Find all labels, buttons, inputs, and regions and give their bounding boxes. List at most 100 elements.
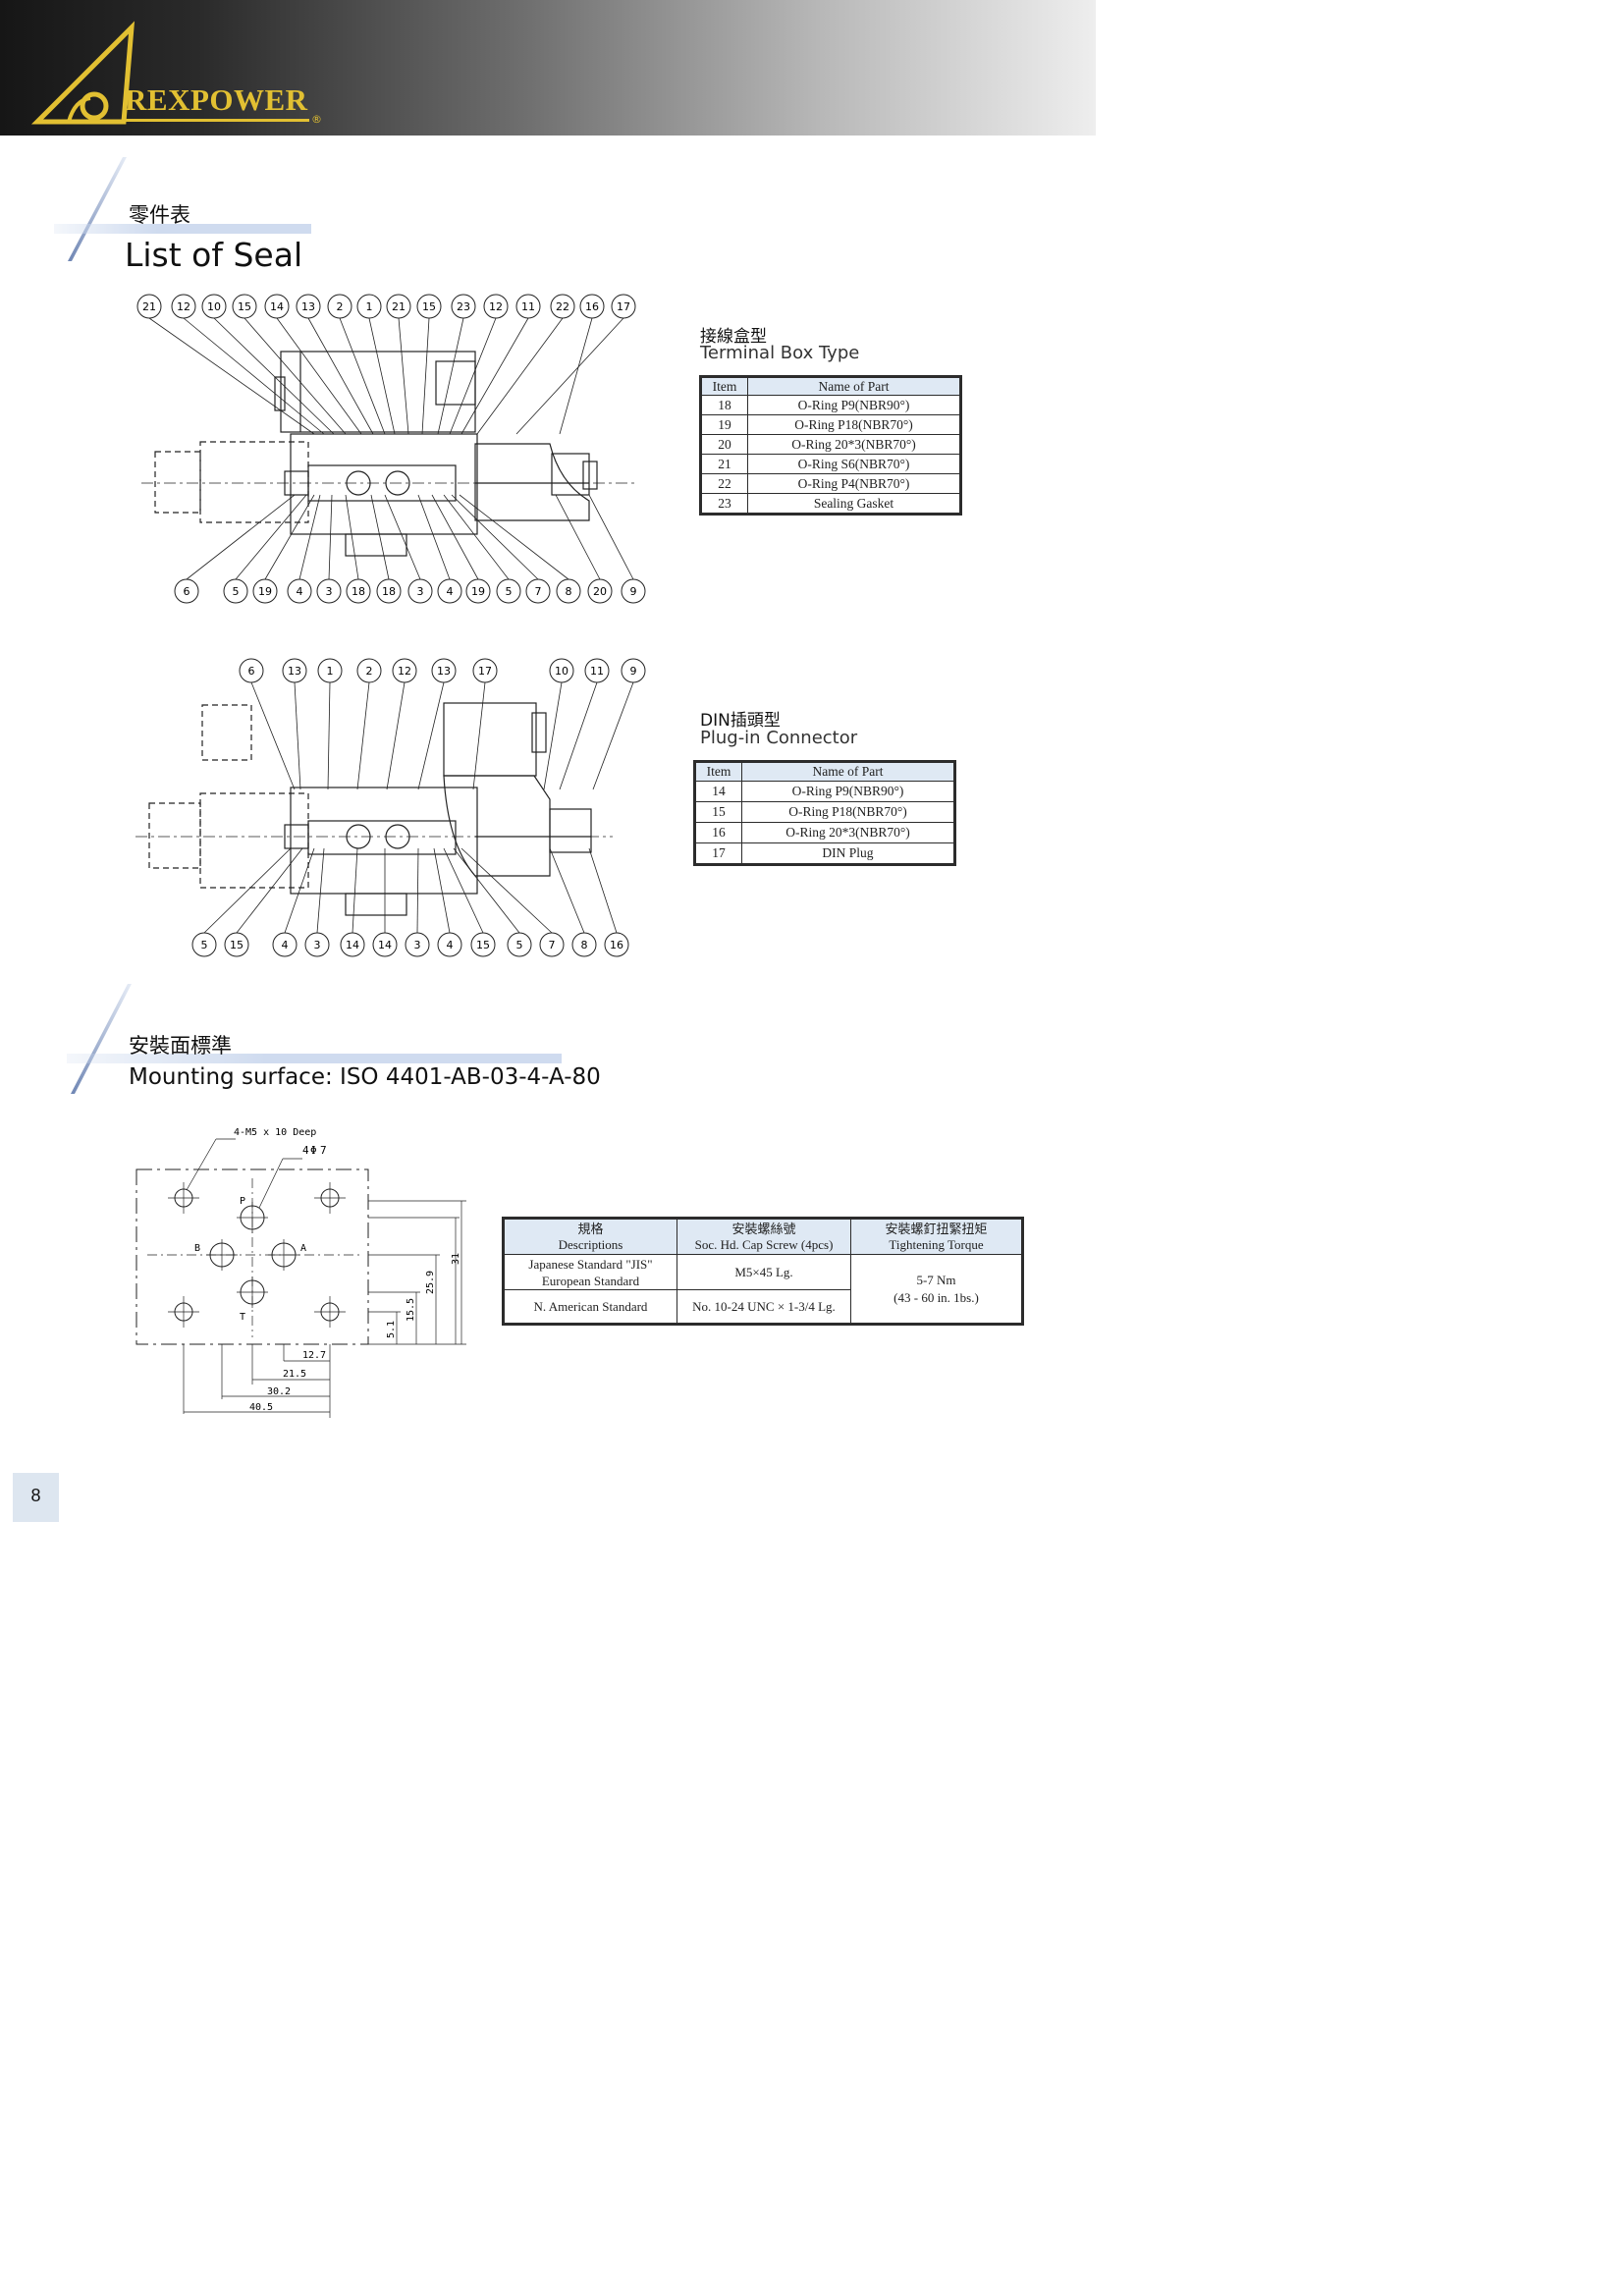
callout-number: 18 <box>352 585 365 598</box>
callout-leader <box>431 494 479 580</box>
callout-leader <box>384 494 421 580</box>
callout-number: 3 <box>414 939 421 951</box>
mounting-screw-table: 規格 Descriptions 安裝螺絲號 Soc. Hd. Cap Screw… <box>502 1217 1024 1326</box>
callout-leader <box>250 681 296 790</box>
callout-leader <box>316 847 325 934</box>
callout-leader <box>276 317 362 435</box>
callout-number: 13 <box>288 665 301 678</box>
callout-number: 23 <box>457 300 470 313</box>
callout-leader <box>148 317 315 435</box>
callout-leader <box>370 494 390 580</box>
table-row: N. American Standard No. 10-24 UNC × 1-3… <box>504 1289 1022 1324</box>
callout-leader <box>460 317 529 435</box>
callout-number: 13 <box>301 300 315 313</box>
section-slash-decoration <box>68 157 127 261</box>
callout-leader <box>433 847 451 934</box>
callout-number: 1 <box>366 300 373 313</box>
callout-leader <box>472 681 486 790</box>
callout-leader <box>453 847 520 934</box>
callout-number: 14 <box>346 939 359 951</box>
diameter-note-value: 7 <box>320 1144 327 1157</box>
callout-leader <box>244 317 347 435</box>
callout-number: 7 <box>535 585 542 598</box>
desc-european: European Standard <box>541 1273 640 1288</box>
callout-leader <box>543 681 563 790</box>
callout-number: 4 <box>447 939 454 951</box>
section-bar <box>67 1054 562 1063</box>
callout-leader <box>236 847 303 934</box>
callout-leader <box>588 847 618 934</box>
callout-leader <box>203 847 292 934</box>
callout-leader <box>588 494 634 580</box>
callout-number: 10 <box>207 300 221 313</box>
col-name-header: Name of Part <box>741 762 954 782</box>
col-name-header: Name of Part <box>747 377 960 396</box>
callout-leader <box>186 494 296 580</box>
callout-number: 2 <box>366 665 373 678</box>
callout-number: 15 <box>422 300 436 313</box>
callout-leader <box>417 681 445 790</box>
callout-leader <box>183 317 325 435</box>
table-row: Japanese Standard "JIS" European Standar… <box>504 1254 1022 1324</box>
callout-number: 9 <box>630 665 637 678</box>
screw-unc: No. 10-24 UNC × 1-3/4 Lg. <box>677 1289 851 1324</box>
callout-number: 5 <box>233 585 240 598</box>
dim-v-3: 25.9 <box>425 1271 436 1294</box>
callout-leader <box>459 494 569 580</box>
registered-mark: ® <box>311 113 322 126</box>
callout-number: 3 <box>326 585 333 598</box>
callout-leader <box>264 494 315 580</box>
callout-leader <box>307 317 374 435</box>
callout-number: 16 <box>585 300 599 313</box>
dim-v-2: 15.5 <box>406 1298 416 1322</box>
callout-number: 20 <box>593 585 607 598</box>
section-title-en: List of Seal <box>125 236 303 274</box>
diameter-symbol: Φ <box>310 1144 317 1157</box>
din-plug-title-zh: DIN插頭型 <box>700 711 781 731</box>
col-desc-en: Descriptions <box>558 1236 623 1252</box>
dim-v-1: 5.1 <box>386 1321 397 1338</box>
callout-number: 8 <box>581 939 588 951</box>
torque-nm: 5-7 Nm <box>916 1272 956 1287</box>
callout-number: 4 <box>297 585 303 598</box>
dim-h-2: 21.5 <box>283 1369 306 1380</box>
callout-leader <box>368 317 396 435</box>
callout-leader <box>515 317 624 435</box>
screw-metric: M5×45 Lg. <box>677 1254 851 1290</box>
brand-underline <box>123 119 309 122</box>
brand-name: REXPOWER <box>125 82 308 117</box>
desc-jis: Japanese Standard "JIS" <box>528 1256 653 1272</box>
callout-leader <box>443 847 484 934</box>
callout-number: 19 <box>471 585 485 598</box>
callout-leader <box>235 494 307 580</box>
callout-bubble <box>264 294 290 319</box>
col-torque-zh: 安裝螺釘扭緊扭矩 <box>885 1221 988 1236</box>
col-screw-zh: 安裝螺絲號 <box>731 1221 796 1236</box>
callout-number: 4 <box>282 939 289 951</box>
section-slash-decoration <box>71 984 132 1094</box>
dim-h-4: 40.5 <box>249 1402 273 1413</box>
callout-leader <box>284 847 315 934</box>
callout-leader <box>327 681 331 790</box>
callout-number: 14 <box>270 300 284 313</box>
dim-h-1: 12.7 <box>302 1350 326 1361</box>
callout-leader <box>476 317 564 435</box>
callout-bubble <box>136 294 162 319</box>
page-number-box <box>13 1473 59 1522</box>
callout-number: 10 <box>555 665 568 678</box>
callout-leader <box>559 317 593 435</box>
callout-number: 3 <box>417 585 424 598</box>
col-torque-en: Tightening Torque <box>889 1236 984 1252</box>
callout-number: 3 <box>314 939 321 951</box>
callout-number: 16 <box>610 939 623 951</box>
callout-number: 9 <box>630 585 637 598</box>
desc-north-american: N. American Standard <box>504 1289 677 1324</box>
page-number: 8 <box>30 1486 41 1505</box>
callout-leader <box>345 494 359 580</box>
callout-leader <box>339 317 386 435</box>
